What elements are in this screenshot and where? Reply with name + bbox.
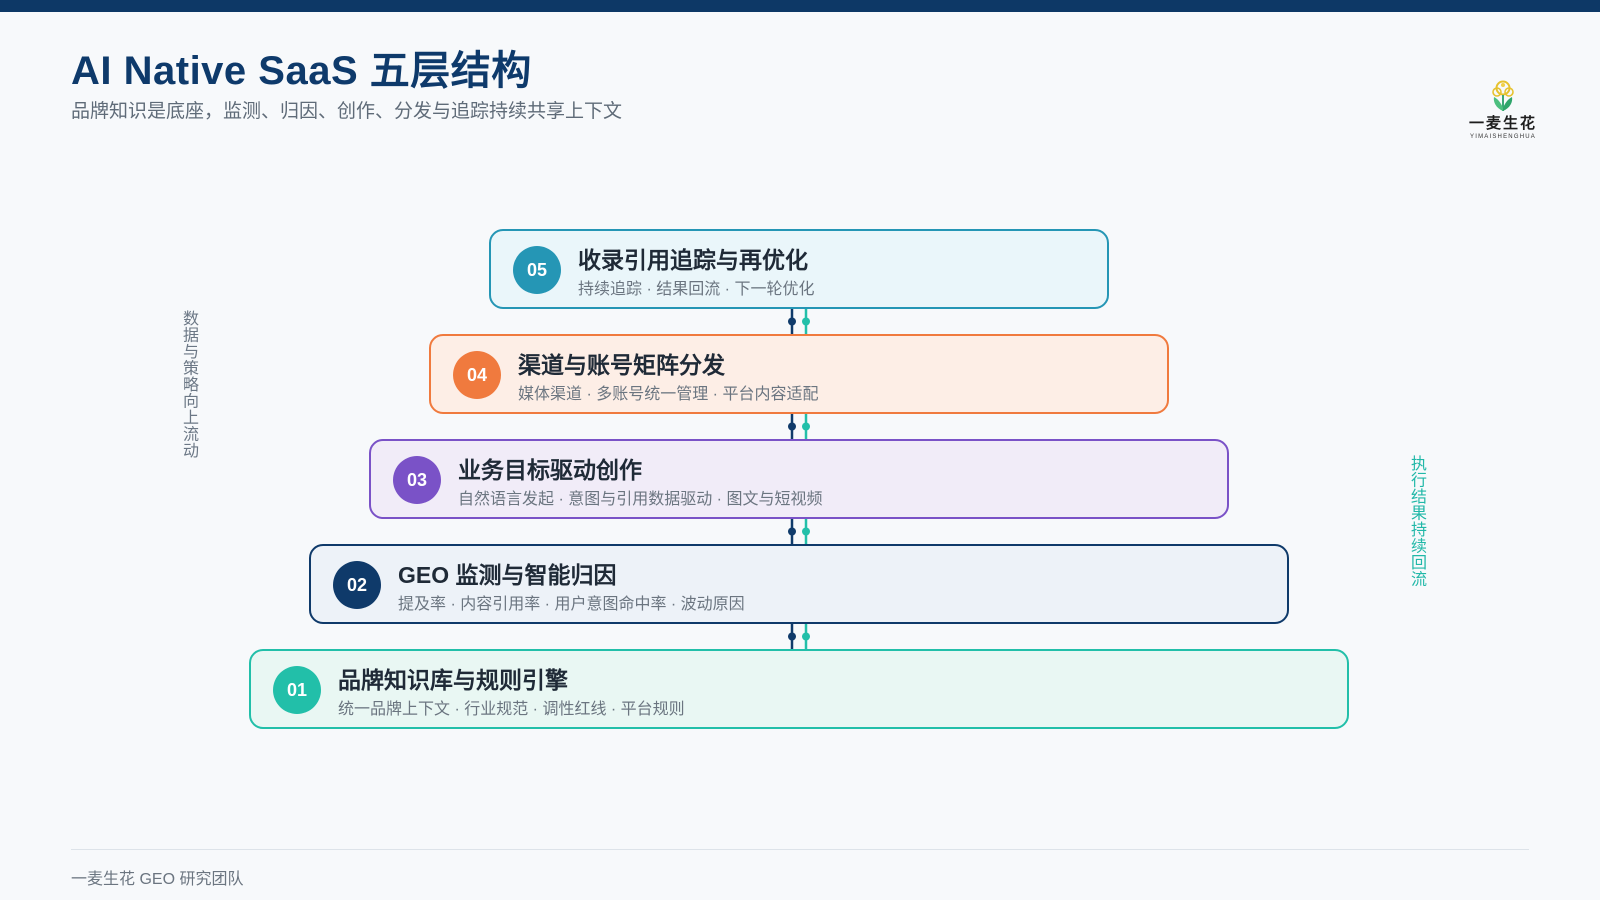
layer-number-badge: 05 bbox=[513, 246, 561, 294]
footer-text: 一麦生花 GEO 研究团队 bbox=[71, 871, 244, 888]
layer-number-badge: 02 bbox=[333, 561, 381, 609]
layer-card: 04 渠道与账号矩阵分发 媒体渠道 · 多账号统一管理 · 平台内容适配 bbox=[429, 334, 1169, 414]
connector-dot bbox=[802, 422, 810, 431]
page-title: AI Native SaaS 五层结构 bbox=[71, 49, 532, 93]
connector-dot bbox=[788, 632, 796, 641]
layer-card: 03 业务目标驱动创作 自然语言发起 · 意图与引用数据驱动 · 图文与短视频 bbox=[369, 439, 1229, 519]
layer-card: 02 GEO 监测与智能归因 提及率 · 内容引用率 · 用户意图命中率 · 波… bbox=[309, 544, 1289, 624]
connector-dot bbox=[802, 317, 810, 326]
footer-divider bbox=[71, 849, 1529, 850]
layer-card: 01 品牌知识库与规则引擎 统一品牌上下文 · 行业规范 · 调性红线 · 平台… bbox=[249, 649, 1349, 729]
layer-title: 品牌知识库与规则引擎 bbox=[338, 667, 568, 693]
layer-title: 业务目标驱动创作 bbox=[458, 457, 642, 483]
layer-card: 05 收录引用追踪与再优化 持续追踪 · 结果回流 · 下一轮优化 bbox=[489, 229, 1109, 309]
connector-dot bbox=[802, 632, 810, 641]
connector-dot bbox=[788, 422, 796, 431]
connector-dot bbox=[788, 317, 796, 326]
connector-dot bbox=[788, 527, 796, 536]
layer-number-badge: 01 bbox=[273, 666, 321, 714]
layer-title: 渠道与账号矩阵分发 bbox=[518, 352, 725, 378]
top-accent-bar bbox=[0, 0, 1600, 12]
layer-number-badge: 04 bbox=[453, 351, 501, 399]
layer-description: 自然语言发起 · 意图与引用数据驱动 · 图文与短视频 bbox=[458, 491, 823, 508]
side-label-right: 执行结果持续回流 bbox=[1408, 455, 1425, 587]
logo-name-cn: 一麦生花 bbox=[1468, 115, 1537, 132]
connector-dot bbox=[802, 527, 810, 536]
page-subtitle: 品牌知识是底座，监测、归因、创作、分发与追踪持续共享上下文 bbox=[71, 101, 623, 122]
layer-number-badge: 03 bbox=[393, 456, 441, 504]
layer-description: 提及率 · 内容引用率 · 用户意图命中率 · 波动原因 bbox=[398, 596, 745, 613]
layer-description: 持续追踪 · 结果回流 · 下一轮优化 bbox=[578, 281, 815, 298]
layer-description: 媒体渠道 · 多账号统一管理 · 平台内容适配 bbox=[518, 386, 819, 403]
layer-description: 统一品牌上下文 · 行业规范 · 调性红线 · 平台规则 bbox=[338, 701, 685, 718]
logo-name-en: YIMAISHENGHUA bbox=[1470, 134, 1536, 140]
wheat-flower-icon bbox=[1492, 80, 1514, 111]
layer-title: GEO 监测与智能归因 bbox=[398, 562, 617, 588]
side-label-left: 数据与策略向上流动 bbox=[180, 310, 197, 459]
brand-logo: 一麦生花 YIMAISHENGHUA bbox=[1458, 78, 1548, 148]
layer-title: 收录引用追踪与再优化 bbox=[578, 247, 808, 273]
